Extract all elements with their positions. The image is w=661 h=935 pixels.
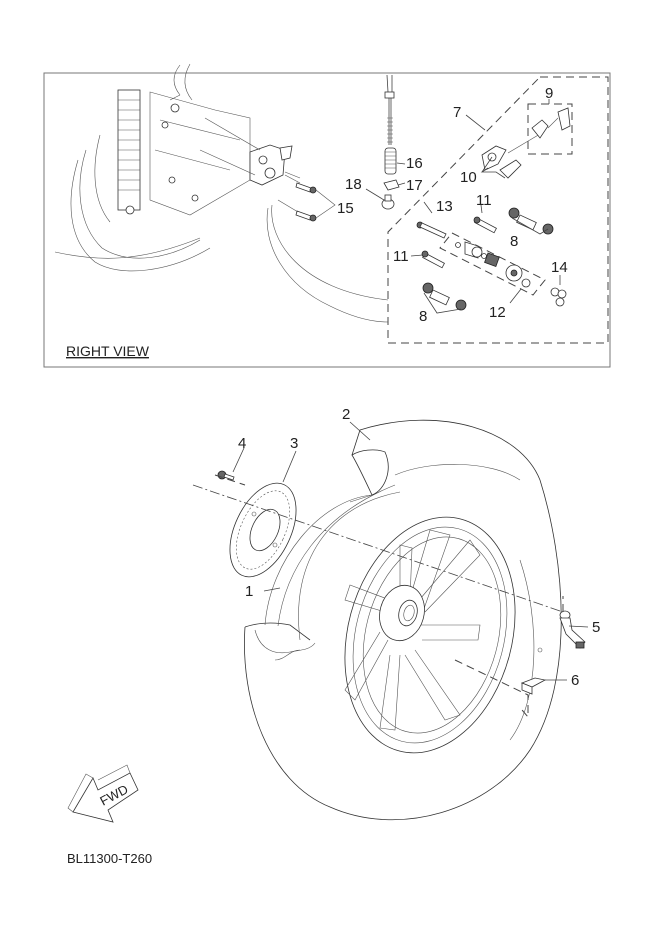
right-view-inset: RIGHT VIEW 7 9 10 16 17 18 15 13 11 11 8… (43, 63, 611, 368)
callout-3: 3 (290, 435, 298, 452)
callout-14: 14 (551, 259, 568, 276)
callout-16: 16 (406, 155, 423, 172)
bolt-15 (277, 174, 336, 222)
callout-8-upper: 8 (510, 233, 518, 250)
forward-arrow: FWD (67, 764, 139, 823)
callout-8-lower: 8 (419, 308, 427, 325)
brake-hose-16 (384, 74, 397, 175)
callout-12: 12 (489, 304, 506, 321)
callout-18: 18 (345, 176, 362, 193)
main-callouts: 1 2 3 4 5 6 (238, 406, 600, 689)
piston-kit-12 (455, 241, 531, 288)
callout-13: 13 (436, 198, 453, 215)
bleeder-18 (381, 194, 395, 210)
view-title: RIGHT VIEW (66, 343, 150, 359)
pin-11-lower (421, 250, 445, 269)
cap-17 (383, 179, 400, 191)
callout-1: 1 (245, 583, 253, 600)
callout-11-upper: 11 (476, 192, 492, 209)
inset-leader-lines (365, 99, 561, 314)
sensor-rotor-3 (229, 482, 297, 578)
bolt-13 (416, 221, 447, 239)
slider-8-lower (422, 282, 467, 311)
screw-4 (217, 470, 235, 481)
main-leader-lines (232, 421, 589, 681)
callout-9: 9 (545, 85, 553, 102)
brake-caliper (199, 117, 301, 186)
callout-11-lower: 11 (393, 248, 409, 265)
callout-5: 5 (592, 619, 600, 636)
rim (344, 516, 516, 754)
scooter-rear-section (54, 63, 251, 272)
wheel-arc (266, 207, 389, 323)
callout-10: 10 (460, 169, 477, 186)
callout-6: 6 (571, 672, 579, 689)
callout-2: 2 (342, 406, 350, 423)
callout-15: 15 (337, 200, 354, 217)
rear-wheel-assembly (244, 419, 562, 821)
slider-8-upper (508, 207, 554, 235)
caliper-bracket-14 (550, 287, 567, 307)
spokes (344, 529, 481, 731)
inset-callouts: 7 9 10 16 17 18 15 13 11 11 8 8 12 14 (337, 85, 568, 325)
piston-kit-outline (439, 232, 546, 296)
callout-4: 4 (238, 435, 246, 452)
air-valve-5 (559, 610, 586, 649)
pad-spring-9 (531, 107, 571, 139)
caliper-kit-outline (387, 76, 609, 344)
pad-spring-kit-outline (527, 103, 573, 155)
callout-7: 7 (453, 104, 461, 121)
drawing-code: BL11300-T260 (67, 851, 153, 866)
axle-centerline (192, 484, 564, 613)
callout-17: 17 (406, 177, 423, 194)
pin-11-upper (473, 216, 497, 234)
